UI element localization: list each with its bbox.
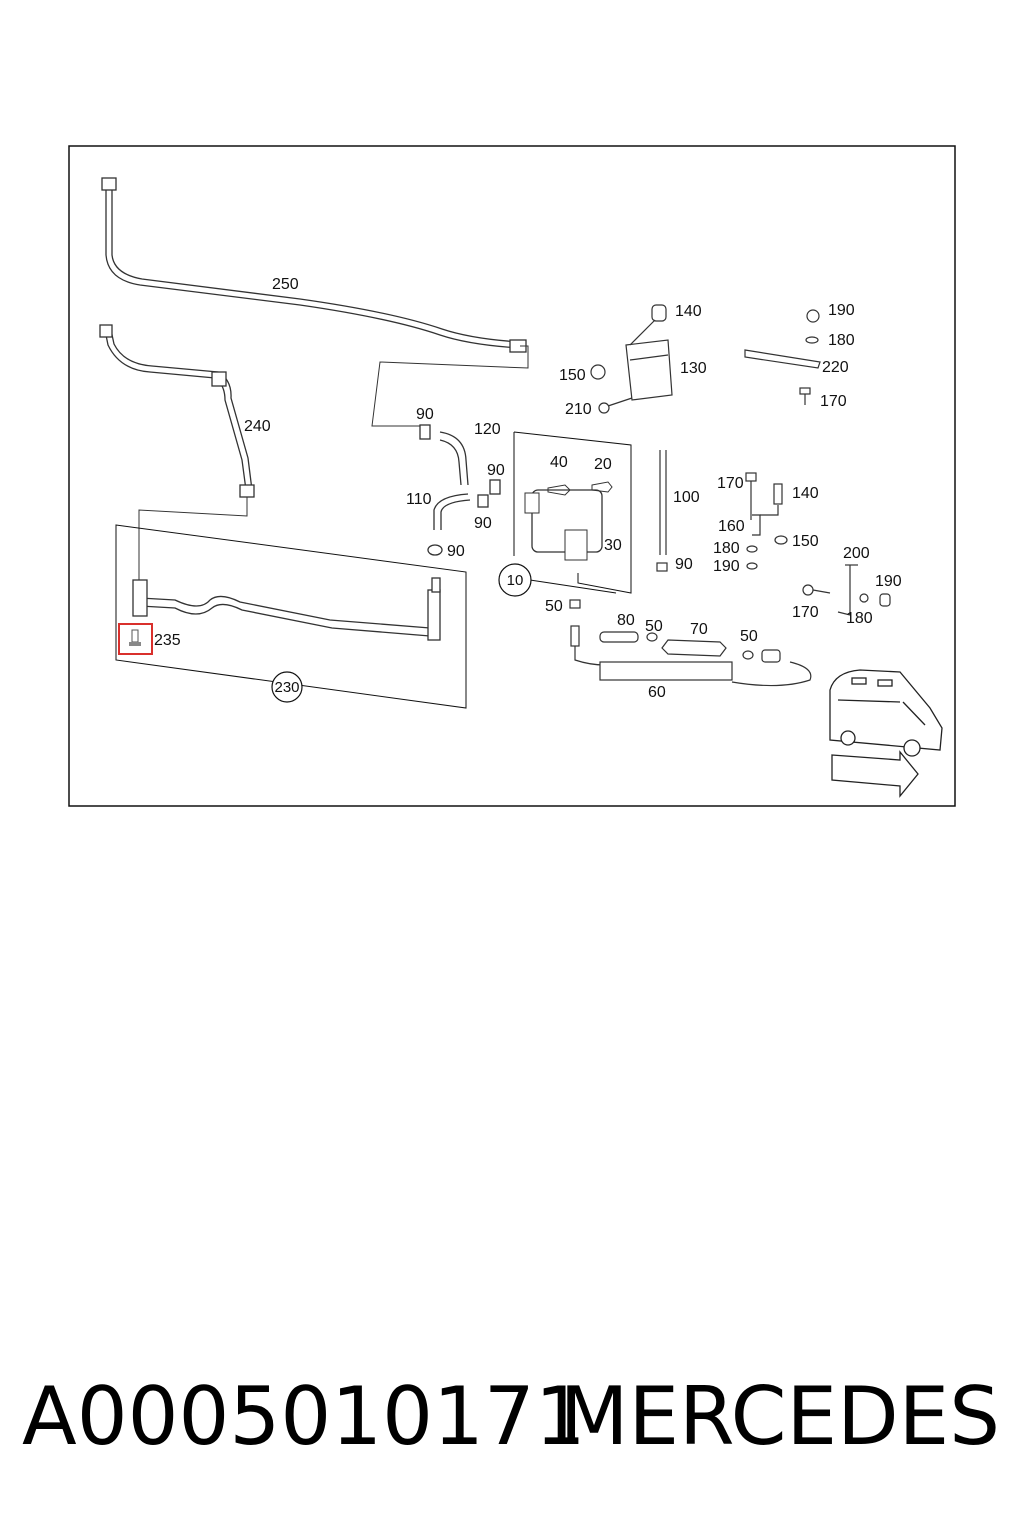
hoses-110-120 (419, 424, 501, 556)
callout-250: 250 (272, 276, 299, 293)
callout-50-b: 50 (645, 618, 663, 635)
sensor-parts-40-20 (547, 481, 613, 496)
diagram-frame (68, 145, 956, 807)
part-number: A0005010171 (22, 1370, 586, 1463)
callout-130: 130 (680, 360, 707, 377)
van-illustration (829, 669, 943, 798)
callout-170-top: 170 (820, 393, 847, 410)
hose-230 (132, 577, 441, 641)
callout-140-top: 140 (675, 303, 702, 320)
callout-190-mid: 190 (713, 558, 740, 575)
callout-220: 220 (822, 359, 849, 376)
callout-20: 20 (594, 456, 612, 473)
circle-230 (271, 671, 303, 703)
screw-235 (118, 623, 153, 655)
callout-90-e: 90 (675, 556, 693, 573)
callout-160: 160 (718, 518, 745, 535)
heater-unit-10 (498, 431, 632, 597)
brand-name: MERCEDES (559, 1370, 1000, 1463)
assembly-230-box (115, 524, 467, 709)
callout-150-mid: 150 (792, 533, 819, 550)
callout-180-right: 180 (846, 610, 873, 627)
callout-50-a: 50 (545, 598, 563, 615)
bracket-200 (802, 564, 891, 616)
callout-180-mid: 180 (713, 540, 740, 557)
callout-210: 210 (565, 401, 592, 418)
callout-90-c: 90 (474, 515, 492, 532)
hose-240 (99, 324, 255, 580)
callout-200: 200 (843, 545, 870, 562)
callout-120: 120 (474, 421, 501, 438)
callout-170-mid: 170 (717, 475, 744, 492)
callout-180-top: 180 (828, 332, 855, 349)
callout-140-mid: 140 (792, 485, 819, 502)
callout-110: 110 (406, 491, 432, 508)
callout-230: 230 (274, 679, 299, 696)
callout-100: 100 (673, 489, 700, 506)
callout-90-b: 90 (487, 462, 505, 479)
callout-70: 70 (690, 621, 708, 638)
parts-diagram: 250 240 235 230 140 130 150 210 190 180 … (68, 145, 956, 807)
callout-90-d: 90 (447, 543, 465, 560)
fuel-line-100 (656, 450, 668, 572)
callout-10: 10 (507, 572, 524, 589)
callout-40: 40 (550, 454, 568, 471)
callout-50-c: 50 (740, 628, 758, 645)
exhaust-group (569, 599, 812, 687)
callout-90-a: 90 (416, 406, 434, 423)
callout-60: 60 (648, 684, 666, 701)
callout-190-top: 190 (828, 302, 855, 319)
callout-235: 235 (154, 632, 181, 649)
hose-250 (101, 177, 529, 427)
callout-240: 240 (244, 418, 271, 435)
callout-30: 30 (604, 537, 622, 554)
callout-190-right: 190 (875, 573, 902, 590)
bracket-160-group (745, 472, 788, 570)
bracket-130 (590, 304, 673, 414)
strap-220 (744, 309, 821, 405)
callout-170-right: 170 (792, 604, 819, 621)
footer: A0005010171 MERCEDES (0, 1370, 1024, 1470)
callout-80: 80 (617, 612, 635, 629)
callout-150-top: 150 (559, 367, 586, 384)
